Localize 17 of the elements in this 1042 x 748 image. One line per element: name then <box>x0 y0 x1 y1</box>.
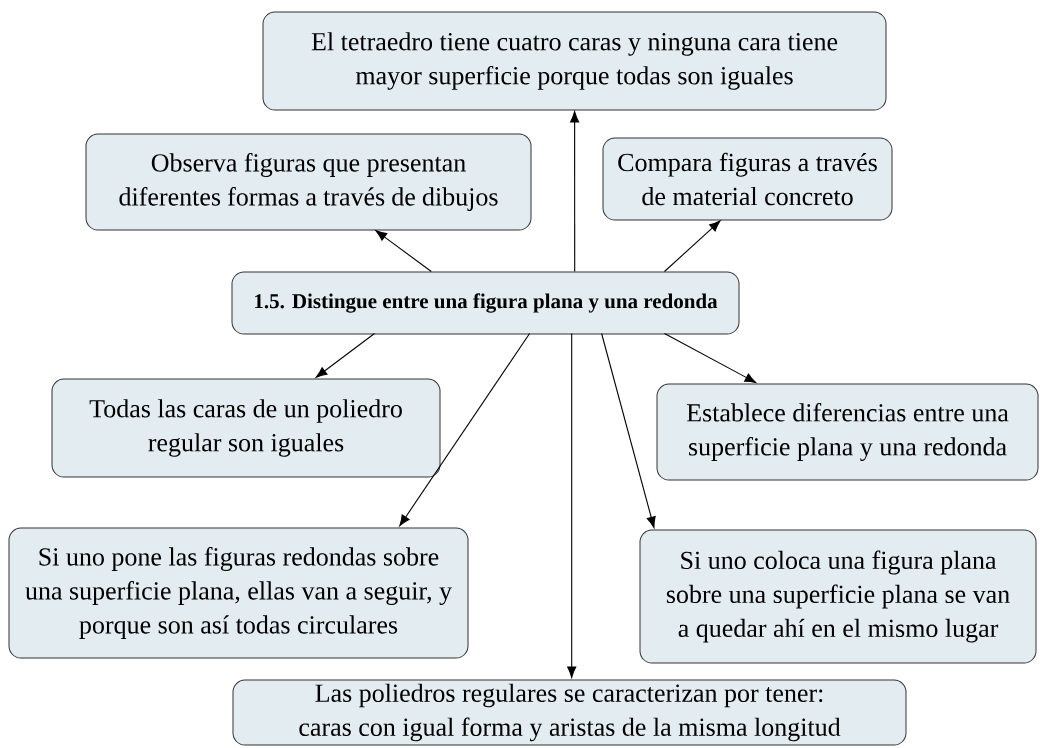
concept-box: Establece diferencias entre una superficie plana y una redonda <box>656 383 1039 481</box>
concept-box: Las poliedros regulares se caracterizan por tener: caras con igual forma y aristas de la misma longitud <box>232 679 907 746</box>
arrow <box>567 332 577 678</box>
arrow <box>663 332 757 383</box>
concept-box: Observa figuras que presentan diferentes formas a través de dibujos <box>85 133 532 231</box>
arrow <box>570 111 580 273</box>
arrow <box>315 332 376 378</box>
arrow <box>663 220 721 273</box>
concept-box: 1.5. Distingue entre una figura plana y una redonda <box>231 271 740 335</box>
concept-box: Si uno coloca una figura plana sobre una superficie plana se van a quedar ahí en el mismo lugar <box>639 529 1037 664</box>
concept-box: Si uno pone las figuras redondas sobre una superficie plana, ellas van a seguir, y porque son así todas circulares <box>8 527 469 659</box>
concept-box: Compara figuras a través de material concreto <box>602 137 893 221</box>
arrow <box>375 230 432 273</box>
arrow <box>601 332 656 528</box>
concept-box: El tetraedro tiene cuatro caras y ninguna cara tiene mayor superficie porque todas son iguales <box>262 11 887 111</box>
concept-box: Todas las caras de un poliedro regular son iguales <box>51 378 441 478</box>
arrow <box>399 332 531 527</box>
